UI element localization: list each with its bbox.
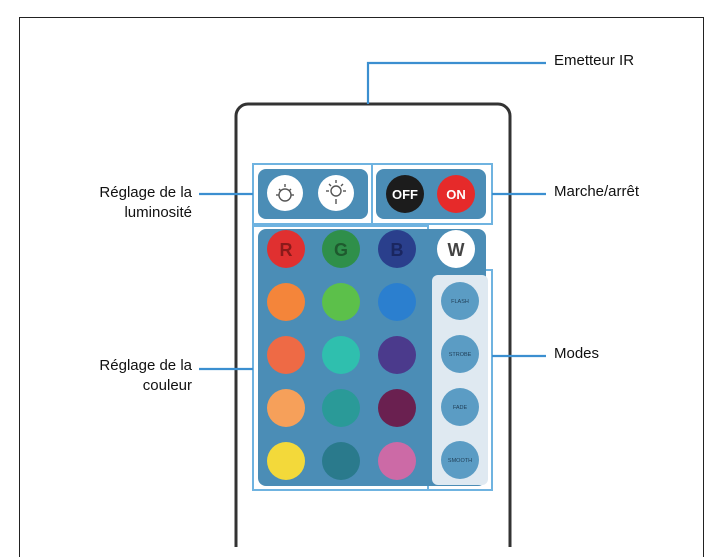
mode-button-fade[interactable]: FADE <box>441 388 479 426</box>
off-button-label: OFF <box>392 187 418 202</box>
mode-buttons: FLASH STROBE FADE SMOOTH <box>441 282 479 479</box>
brightness-label-line2: luminosité <box>124 204 192 221</box>
ir-emitter-callout-line <box>366 61 546 104</box>
brightness-up-button[interactable] <box>318 175 354 211</box>
mode-button-smooth[interactable]: SMOOTH <box>441 441 479 479</box>
red-button-label: R <box>280 240 293 260</box>
color-button-9[interactable] <box>378 389 416 427</box>
color-button-12[interactable] <box>378 442 416 480</box>
color-button-2[interactable] <box>322 283 360 321</box>
mode-button-label: FLASH <box>451 299 469 305</box>
color-grid <box>267 283 416 480</box>
color-label-line2: couleur <box>142 377 192 394</box>
mode-button-label: STROBE <box>449 352 472 358</box>
color-button-11[interactable] <box>322 442 360 480</box>
color-button-10[interactable] <box>267 442 305 480</box>
mode-button-label: SMOOTH <box>448 458 472 464</box>
green-button[interactable]: G <box>322 230 360 268</box>
sun-dim-icon <box>276 184 294 202</box>
sun-bright-icon <box>326 180 346 204</box>
color-button-1[interactable] <box>267 283 305 321</box>
modes-label: Modes <box>554 345 600 362</box>
on-button[interactable]: ON <box>437 175 475 213</box>
color-button-3[interactable] <box>378 283 416 321</box>
figure-frame <box>19 17 704 557</box>
mode-button-label: FADE <box>453 405 468 411</box>
off-button[interactable]: OFF <box>386 175 424 213</box>
on-button-label: ON <box>446 187 466 202</box>
blue-button-label: B <box>391 240 404 260</box>
mode-button-flash[interactable]: FLASH <box>441 282 479 320</box>
white-button-label: W <box>448 240 465 260</box>
color-button-5[interactable] <box>322 336 360 374</box>
blue-button[interactable]: B <box>378 230 416 268</box>
color-button-7[interactable] <box>267 389 305 427</box>
brightness-label-line1: Réglage de la <box>99 184 192 201</box>
brightness-label: Réglage de la luminosité <box>40 183 192 223</box>
color-label-line1: Réglage de la <box>99 357 192 374</box>
mode-button-strobe[interactable]: STROBE <box>441 335 479 373</box>
modes-panel <box>432 275 488 485</box>
brightness-down-button[interactable] <box>267 175 303 211</box>
color-button-6[interactable] <box>378 336 416 374</box>
power-label: Marche/arrêt <box>554 183 640 200</box>
ir-emitter-label: Emetteur IR <box>554 52 635 69</box>
red-button[interactable]: R <box>267 230 305 268</box>
color-button-8[interactable] <box>322 389 360 427</box>
color-label: Réglage de la couleur <box>40 356 192 396</box>
green-button-label: G <box>334 240 348 260</box>
white-button[interactable]: W <box>437 230 475 268</box>
color-panel <box>258 229 486 486</box>
color-button-4[interactable] <box>267 336 305 374</box>
